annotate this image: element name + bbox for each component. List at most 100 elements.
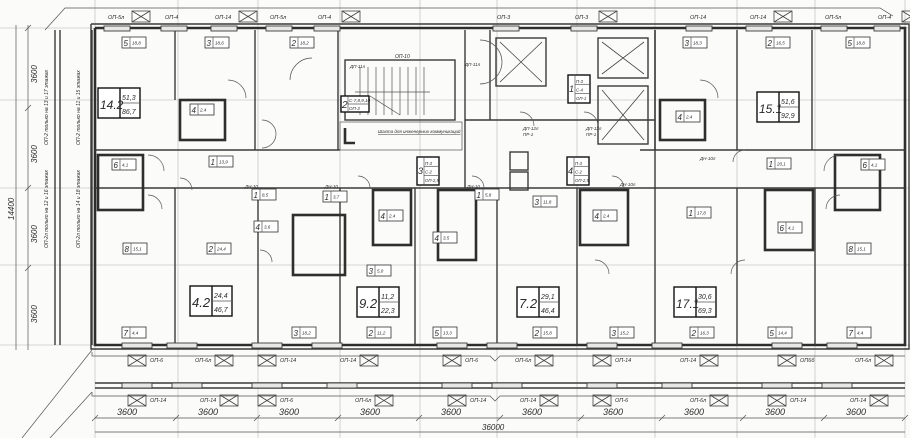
window-top: ОП-4 xyxy=(313,10,361,32)
window-bottom: ОП-14 xyxy=(821,382,889,407)
svg-text:ОП-4: ОП-4 xyxy=(878,15,891,21)
svg-text:ОП-6: ОП-6 xyxy=(465,358,479,364)
svg-text:4: 4 xyxy=(435,234,440,243)
svg-text:ОП-14: ОП-14 xyxy=(615,358,631,364)
svg-text:2: 2 xyxy=(534,329,540,338)
svg-text:2,4: 2,4 xyxy=(602,214,610,219)
svg-text:ОП-6л: ОП-6л xyxy=(515,358,531,364)
svg-text:6: 6 xyxy=(863,161,868,170)
svg-text:15,1: 15,1 xyxy=(133,247,142,252)
svg-text:ОП-14: ОП-14 xyxy=(215,15,231,21)
svg-text:4: 4 xyxy=(568,166,573,176)
stair-treads xyxy=(355,67,430,116)
lift-tag: 4П-3С-2ОП-2,5 xyxy=(566,156,590,186)
svg-text:3600: 3600 xyxy=(30,225,39,243)
svg-text:4,1: 4,1 xyxy=(122,163,129,168)
svg-text:ДН-10: ДН-10 xyxy=(324,184,338,189)
window-top: ОП-4 xyxy=(160,15,188,32)
svg-text:92,9: 92,9 xyxy=(781,113,795,120)
svg-text:3: 3 xyxy=(685,39,690,48)
window-top: ОП-5л xyxy=(265,15,293,32)
svg-text:14.2: 14.2 xyxy=(100,98,124,112)
svg-text:П-3: П-3 xyxy=(576,79,584,84)
svg-text:4: 4 xyxy=(192,106,197,115)
svg-text:13,3: 13,3 xyxy=(443,331,452,336)
window-bottom: ОП-14 xyxy=(251,342,296,367)
svg-text:4,1: 4,1 xyxy=(871,163,878,168)
svg-text:ОП-2 только на 13 и 17 этажах: ОП-2 только на 13 и 17 этажах xyxy=(44,69,50,145)
svg-text:3,6: 3,6 xyxy=(264,225,271,230)
svg-text:ОП-1: ОП-1 xyxy=(576,96,587,101)
svg-text:7: 7 xyxy=(849,329,854,338)
svg-text:3600: 3600 xyxy=(279,407,299,417)
svg-text:1: 1 xyxy=(477,191,481,200)
svg-text:2: 2 xyxy=(208,245,214,254)
window-bottom: ОП-6 xyxy=(121,342,164,367)
svg-text:С-4: С-4 xyxy=(576,88,584,93)
window-bottom: ОП-6л xyxy=(486,342,554,367)
svg-text:ОП-3: ОП-3 xyxy=(575,15,589,21)
svg-text:4: 4 xyxy=(595,212,600,221)
svg-text:3: 3 xyxy=(418,166,423,176)
lift-tag: 1П-3С-4ОП-1 xyxy=(567,74,591,104)
svg-text:Шахта для инженерных коммуника: Шахта для инженерных коммуникаций xyxy=(378,128,461,134)
svg-text:20,1: 20,1 xyxy=(776,162,786,167)
svg-text:15.1: 15.1 xyxy=(759,102,782,116)
svg-text:7.2: 7.2 xyxy=(519,296,538,311)
svg-text:17.1: 17.1 xyxy=(676,297,699,311)
svg-text:3600: 3600 xyxy=(441,407,461,417)
window-bottom: ОП-14 xyxy=(651,342,719,367)
svg-text:4,4: 4,4 xyxy=(132,331,139,336)
svg-text:8: 8 xyxy=(125,245,130,254)
window-bottom: ОП-6л xyxy=(166,342,234,367)
svg-text:3600: 3600 xyxy=(30,145,39,163)
svg-text:ДН-10л: ДН-10л xyxy=(699,156,716,161)
svg-text:15,8: 15,8 xyxy=(543,331,552,336)
svg-text:3600: 3600 xyxy=(117,407,137,417)
svg-text:С-7,8,9,10: С-7,8,9,10 xyxy=(349,98,371,103)
svg-text:4,4: 4,4 xyxy=(857,331,864,336)
svg-text:4,1: 4,1 xyxy=(788,226,795,231)
svg-text:16,5: 16,5 xyxy=(776,41,785,46)
svg-text:2,4: 2,4 xyxy=(199,108,207,113)
svg-text:ОП-14: ОП-14 xyxy=(790,398,806,404)
svg-text:ОП6б: ОП6б xyxy=(800,358,815,364)
svg-text:ОП-4: ОП-4 xyxy=(165,15,178,21)
svg-text:ОП-2л только на 12 и 16 этажах: ОП-2л только на 12 и 16 этажах xyxy=(44,170,50,248)
svg-text:5,0: 5,0 xyxy=(377,269,384,274)
svg-text:3: 3 xyxy=(369,267,374,276)
svg-text:ОП-5л: ОП-5л xyxy=(270,15,286,21)
svg-text:3,5: 3,5 xyxy=(443,236,450,241)
svg-text:ОП-14: ОП-14 xyxy=(520,398,536,404)
apartment-tag: 14.251,386,7 xyxy=(97,87,141,119)
svg-text:11,2: 11,2 xyxy=(377,331,386,336)
svg-text:ДП-11л: ДП-11л xyxy=(464,62,481,67)
svg-text:6: 6 xyxy=(114,161,119,170)
svg-text:3: 3 xyxy=(612,329,617,338)
svg-text:ДП-12л: ДП-12л xyxy=(522,126,539,131)
svg-text:ОП-5л: ОП-5л xyxy=(108,15,124,21)
svg-text:4.2: 4.2 xyxy=(192,295,211,310)
svg-text:1: 1 xyxy=(689,209,693,218)
svg-text:2: 2 xyxy=(368,329,374,338)
